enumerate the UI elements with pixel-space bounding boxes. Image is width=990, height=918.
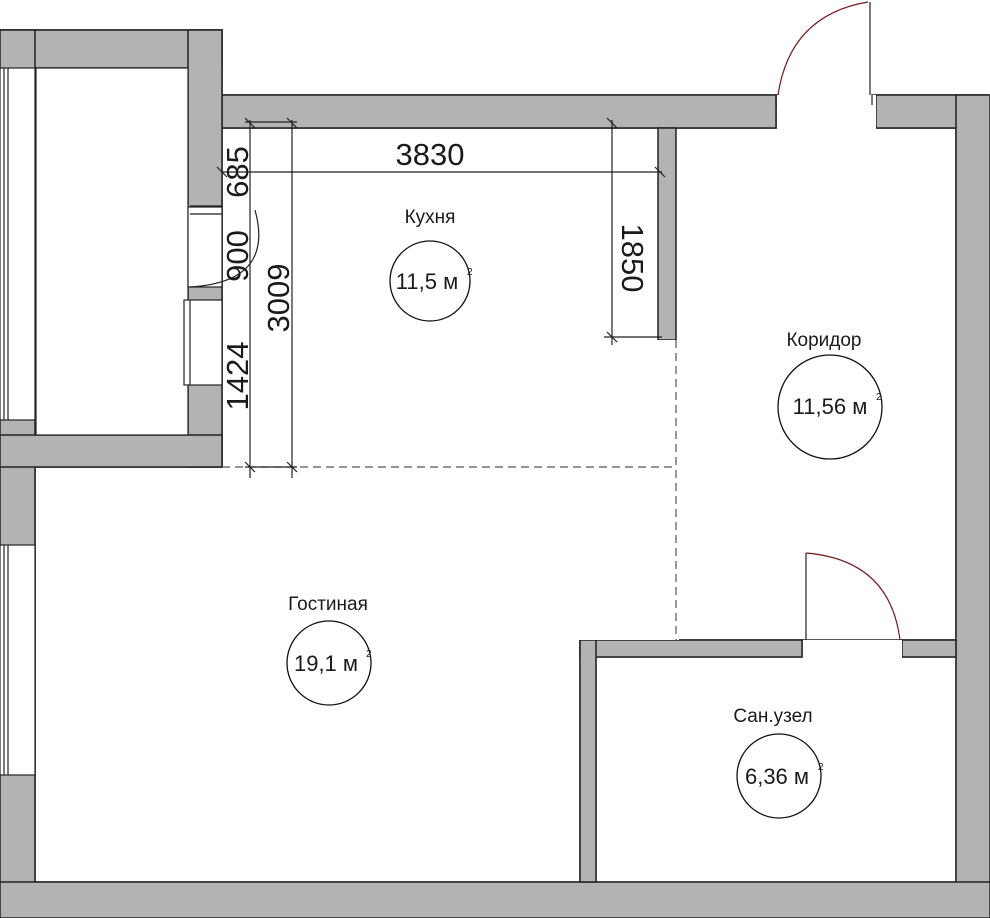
living-floor-upper — [223, 340, 679, 640]
area-circle-kitchen — [389, 240, 471, 322]
window-left-lower — [0, 544, 36, 776]
bathroom-floor — [597, 658, 955, 881]
area-unit-corridor: 2 — [876, 392, 882, 403]
room-name-bathroom: Сан.узел — [733, 706, 812, 727]
area-bathroom: 6,36 м — [745, 764, 809, 789]
wall-bathroom-left — [579, 639, 597, 883]
balcony-door-opening — [187, 206, 223, 288]
entrance-door-arc — [777, 1, 869, 96]
area-circle-bathroom — [736, 733, 822, 819]
dim-lower-segment: 1424 — [220, 342, 255, 411]
corridor-floor — [677, 129, 955, 639]
dim-window-height: 900 — [220, 230, 255, 282]
area-corridor: 11,56 м — [793, 394, 868, 419]
balcony-door-arc — [189, 209, 260, 288]
area-unit-living: 2 — [366, 649, 372, 660]
dim-partition-length: 1850 — [615, 224, 650, 293]
bathroom-door-arc — [805, 552, 901, 641]
wall-pier-foot — [0, 434, 223, 468]
wall-kitchen-partition — [657, 127, 677, 341]
loggia — [35, 67, 189, 436]
room-name-kitchen: Кухня — [405, 207, 456, 228]
area-living: 19,1 м — [294, 651, 358, 676]
area-unit-bathroom: 2 — [818, 762, 824, 773]
area-kitchen: 11,5 м — [396, 269, 458, 294]
wall-bathroom-top — [579, 639, 803, 658]
area-circle-corridor — [777, 354, 883, 460]
entrance-opening — [777, 95, 876, 129]
wall-bathroom-top-right — [901, 639, 957, 658]
window-top-left — [0, 67, 36, 421]
wall-bottom — [0, 881, 990, 918]
area-unit-kitchen: 2 — [467, 267, 473, 278]
wall-right — [955, 94, 990, 918]
area-circle-living — [286, 620, 372, 706]
wall-top-middle — [221, 94, 777, 129]
room-name-living: Гостиная — [288, 594, 368, 615]
dim-kitchen-width: 3830 — [396, 137, 465, 172]
dim-kitchen-depth: 3009 — [261, 264, 296, 333]
room-name-corridor: Коридор — [786, 330, 861, 351]
bathroom-door-opening — [803, 640, 902, 658]
dim-top-offset: 685 — [220, 146, 255, 198]
